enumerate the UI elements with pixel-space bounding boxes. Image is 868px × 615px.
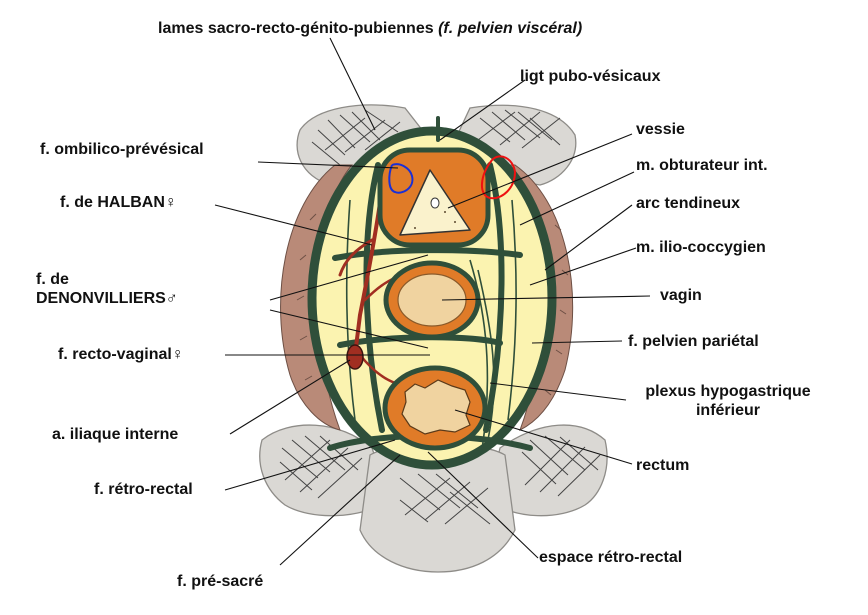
label-a-iliaque: a. iliaque interne	[52, 426, 179, 443]
label-f-halban: f. de HALBAN♀	[60, 194, 177, 211]
iliac-artery-section	[346, 344, 364, 370]
label-m-ilio: m. ilio-coccygien	[636, 239, 766, 256]
label-f-recto-vaginal: f. recto-vaginal♀	[58, 346, 184, 363]
label-espace: espace rétro-rectal	[539, 549, 683, 566]
label-plexus-line2: inférieur	[695, 402, 760, 419]
label-denon-line2: DENONVILLIERS♂	[36, 290, 178, 307]
label-arc-tendineux: arc tendineux	[636, 195, 741, 212]
label-lames-sacro: lames sacro-recto-génito-pubiennes (f. p…	[158, 19, 582, 38]
label-f-retro-rectal: f. rétro-rectal	[94, 481, 193, 498]
label-plexus-line1: plexus hypogastrique	[645, 383, 811, 400]
label-m-obturateur: m. obturateur int.	[636, 157, 768, 174]
label-vessie: vessie	[636, 121, 685, 138]
label-lames-paren: (f. pelvien viscéral)	[438, 20, 583, 37]
red-annotation	[481, 155, 517, 200]
rectum-inner	[401, 379, 471, 435]
label-lames-text: lames sacro-recto-génito-pubiennes	[158, 20, 434, 37]
label-f-pre-sacre: f. pré-sacré	[177, 573, 264, 590]
sacrum-left-wing	[259, 424, 391, 517]
label-vagin: vagin	[660, 287, 702, 304]
label-ligt-pubo: ligt pubo-vésicaux	[520, 68, 661, 85]
label-rectum: rectum	[636, 457, 690, 474]
bladder-lumen	[430, 197, 440, 209]
label-f-denonvilliers: f. de DENONVILLIERS♂	[36, 270, 178, 308]
label-f-ombilico: f. ombilico-prévésical	[40, 141, 204, 158]
leader-lines	[214, 37, 651, 566]
hatching	[279, 109, 601, 525]
label-denon-line1: f. de	[36, 271, 69, 288]
label-plexus: plexus hypogastrique inférieur	[628, 382, 828, 420]
label-f-pelvien-parietal: f. pelvien pariétal	[628, 333, 759, 350]
blue-annotation	[388, 163, 414, 194]
bladder-speckles	[414, 211, 456, 229]
